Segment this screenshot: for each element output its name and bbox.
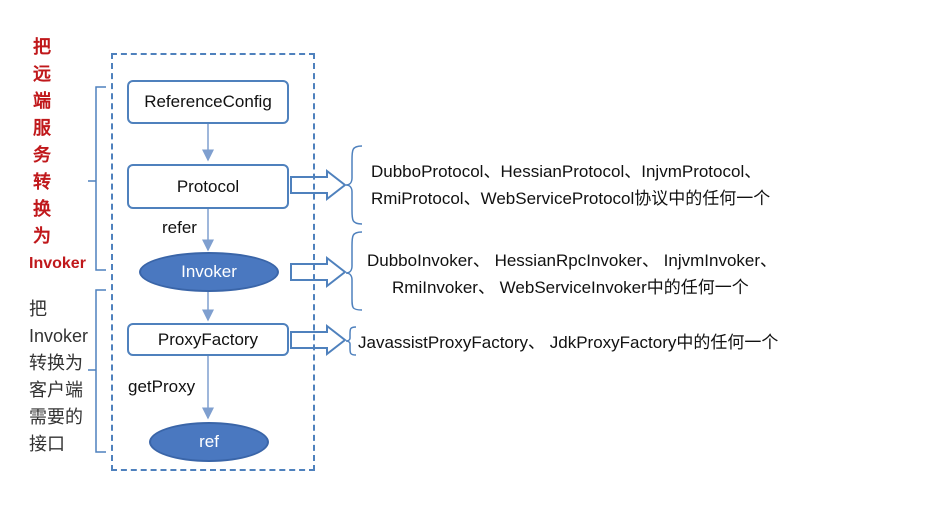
right-brace-proxyfactory — [345, 326, 357, 356]
edge-label-refer: refer — [162, 218, 197, 237]
note-line: Invoker — [29, 326, 89, 346]
impl-protocol-list: DubboProtocol、HessianProtocol、InjvmProto… — [371, 158, 770, 212]
node-reference-config: ReferenceConfig — [127, 80, 289, 124]
note-char: 换 — [33, 199, 51, 219]
block-arrow-proxyfactory — [290, 323, 347, 357]
note-char: 为 — [33, 226, 51, 246]
right-brace-invoker — [345, 231, 363, 311]
note-char: 转 — [33, 172, 51, 192]
note-remote-to-invoker: 把 远 端 服 务 转 换 为 Invoker — [29, 34, 99, 277]
note-char: 端 — [33, 91, 51, 111]
impl-line: RmiInvoker、 WebServiceInvoker中的任何一个 — [392, 278, 749, 297]
block-arrow-protocol — [290, 168, 347, 202]
edge-label-getproxy: getProxy — [128, 377, 196, 396]
flow-dashed-frame — [111, 53, 315, 471]
note-char: 服 — [33, 118, 51, 138]
note-line: 把 — [29, 299, 47, 319]
note-line: 需要的 — [29, 407, 83, 427]
note-char: 把 — [33, 37, 51, 57]
note-line: 转换为 — [29, 353, 83, 373]
left-brace-top — [88, 86, 106, 271]
note-word: Invoker — [29, 255, 86, 272]
impl-line: RmiProtocol、WebServiceProtocol协议中的任何一个 — [371, 189, 771, 208]
node-ref: ref — [149, 422, 269, 462]
impl-line: DubboInvoker、 HessianRpcInvoker、 InjvmIn… — [367, 251, 778, 270]
block-arrow-invoker — [290, 255, 347, 289]
note-invoker-to-interface: 把 Invoker 转换为 客户端 需要的 接口 — [29, 296, 99, 458]
left-brace-bottom — [88, 289, 106, 453]
note-line: 客户端 — [29, 380, 83, 400]
note-char: 远 — [33, 64, 51, 84]
note-char: 务 — [33, 145, 51, 165]
node-proxy-factory: ProxyFactory — [127, 323, 289, 356]
impl-line: DubboProtocol、HessianProtocol、InjvmProto… — [371, 162, 762, 181]
node-protocol: Protocol — [127, 164, 289, 209]
impl-line: JavassistProxyFactory、 JdkProxyFactory中的… — [358, 333, 779, 352]
node-invoker: Invoker — [139, 252, 279, 292]
impl-invoker-list: DubboInvoker、 HessianRpcInvoker、 InjvmIn… — [367, 247, 777, 301]
impl-proxyfactory-list: JavassistProxyFactory、 JdkProxyFactory中的… — [358, 329, 778, 356]
note-line: 接口 — [29, 434, 65, 454]
right-brace-protocol — [345, 145, 363, 225]
